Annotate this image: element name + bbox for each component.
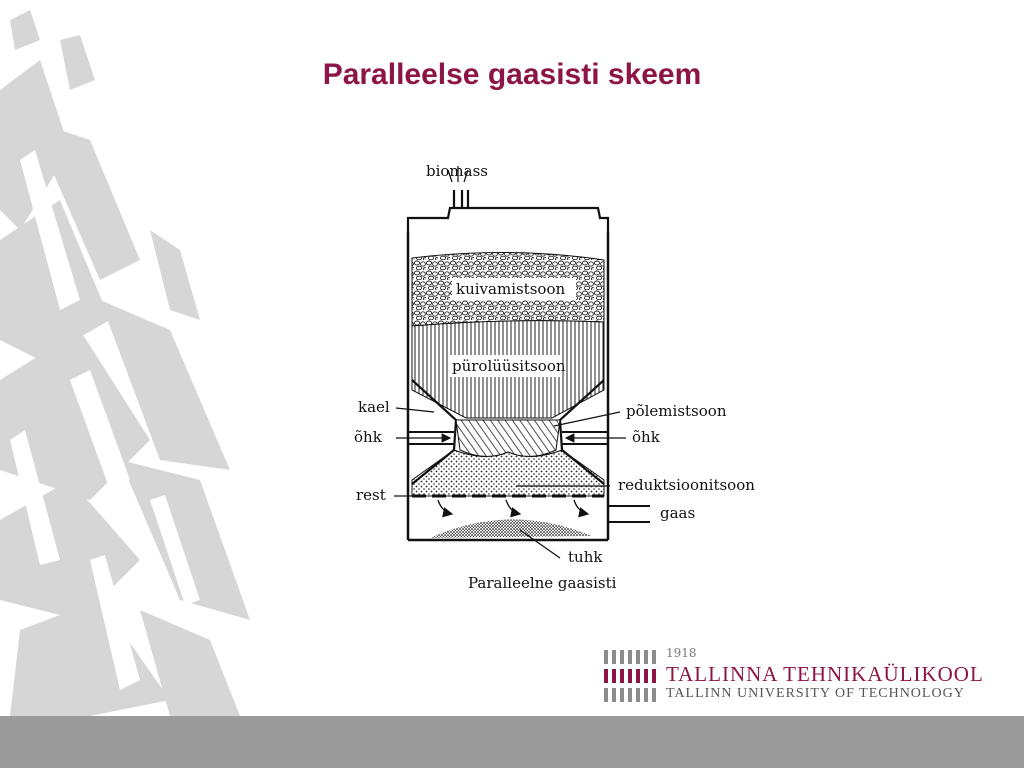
- university-logo: 1918 TALLINNA TEHNIKAÜLIKOOL TALLINN UNI…: [604, 646, 984, 704]
- slide-title: Paralleelse gaasisti skeem: [322, 58, 702, 91]
- gasifier-diagram: biomass kuivamistsoon pürolüüsitsoon kae…: [354, 162, 755, 592]
- label-kael: kael: [358, 398, 390, 416]
- label-biomass: biomass: [426, 162, 488, 180]
- logo-name: TALLINNA TEHNIKAÜLIKOOL: [666, 662, 984, 686]
- label-rest: rest: [356, 486, 386, 504]
- logo-subtitle: TALLINN UNIVERSITY OF TECHNOLOGY: [666, 686, 965, 701]
- label-gaas: gaas: [660, 504, 695, 522]
- label-kuivamistsoon: kuivamistsoon: [456, 280, 565, 298]
- background-decoration: [0, 10, 250, 716]
- label-purolyysitsoon: pürolüüsitsoon: [452, 357, 566, 375]
- logo-year: 1918: [666, 646, 697, 660]
- diagram-caption: Paralleelne gaasisti: [468, 574, 617, 592]
- footer-bar: [0, 716, 1024, 768]
- logo-bars-icon: [604, 650, 656, 702]
- label-polemistsoon: põlemistsoon: [626, 402, 727, 420]
- label-tuhk: tuhk: [568, 548, 603, 566]
- label-ohk-right: õhk: [632, 428, 661, 446]
- label-reduktsioonitsoon: reduktsioonitsoon: [618, 476, 755, 494]
- label-ohk-left: õhk: [354, 428, 383, 446]
